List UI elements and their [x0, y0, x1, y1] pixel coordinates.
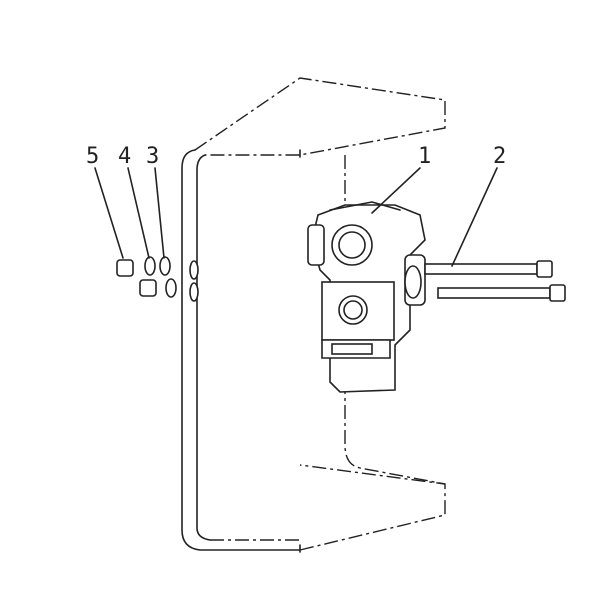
callout-1: 1 [418, 144, 431, 169]
c-bracket [181, 77, 446, 553]
valve-assembly [307, 201, 426, 393]
leader-lines [94, 167, 498, 267]
callout-5: 5 [86, 144, 99, 169]
nuts-and-washers [116, 256, 177, 298]
callout-3: 3 [146, 144, 159, 169]
callout-4: 4 [118, 144, 131, 169]
bolts [424, 260, 566, 302]
callout-2: 2 [493, 144, 506, 169]
